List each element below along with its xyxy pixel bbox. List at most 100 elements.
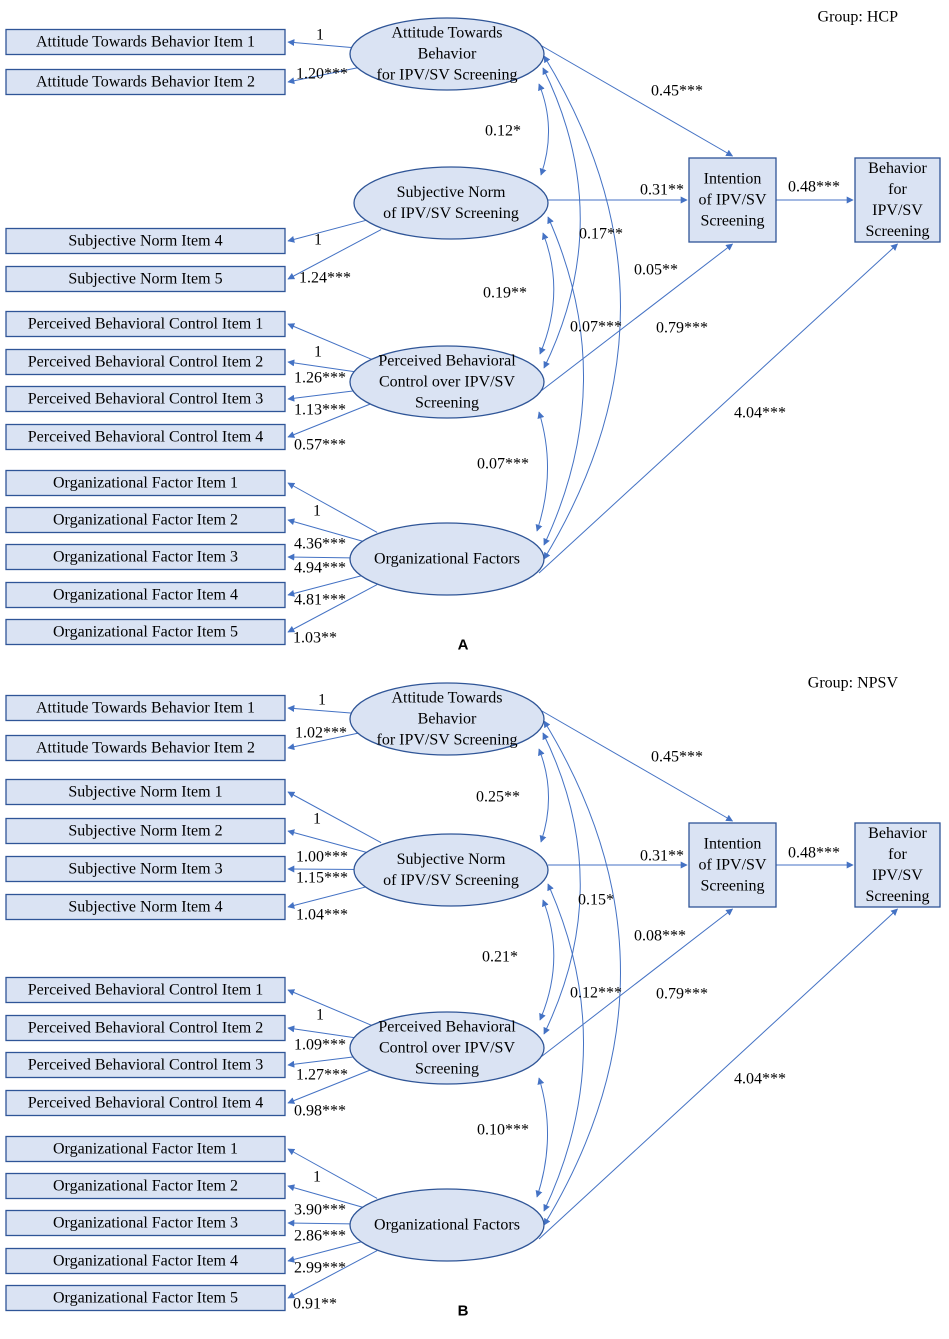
latent-label-line: Subjective Norm: [397, 184, 506, 201]
indicator-label: Subjective Norm Item 3: [68, 861, 222, 878]
indicator-label: Organizational Factor Item 1: [53, 475, 238, 492]
latent-label-line: Control over IPV/SV: [379, 374, 515, 391]
intention-box: [688, 157, 777, 243]
loading-label: 0.91**: [293, 1296, 337, 1313]
loading-label: 4.94***: [294, 560, 346, 577]
latent-label-line: Screening: [415, 395, 479, 412]
behavior-label-line: Behavior: [868, 825, 927, 842]
loading-label: 0.57***: [294, 437, 346, 454]
latent-org: [349, 1188, 545, 1262]
indicator-box: [5, 1051, 286, 1079]
loading-label: 1.20***: [296, 66, 348, 83]
behavior-box: [854, 157, 941, 243]
loading-label: 1.24***: [299, 270, 351, 287]
indicator-box: [5, 581, 286, 609]
indicator-box: [5, 227, 286, 255]
indicator-box: [5, 348, 286, 376]
indicator-box: [5, 778, 286, 806]
indicator-box: [5, 506, 286, 534]
indicator-box: [5, 855, 286, 883]
indicator-label: Perceived Behavioral Control Item 2: [28, 354, 263, 371]
loading-label: 1: [318, 692, 326, 709]
behavior-label-line: IPV/SV: [872, 867, 923, 884]
loading-label: 2.86***: [294, 1228, 346, 1245]
indicator-box: [5, 893, 286, 921]
intention-label-line: of IPV/SV: [698, 857, 766, 874]
latent-label-line: Perceived Behavioral: [378, 353, 516, 370]
latent-sn: [353, 833, 549, 907]
loading-arrow: [287, 584, 378, 633]
loading-arrow: [287, 400, 378, 438]
covariance-att-pbc: [542, 67, 581, 369]
indicator-label: Perceived Behavioral Control Item 4: [28, 1095, 263, 1112]
latent-label-line: Screening: [415, 1061, 479, 1078]
indicator-label: Subjective Norm Item 5: [68, 271, 222, 288]
latent-label-line: Attitude Towards: [391, 690, 502, 707]
loading-label: 3.90***: [294, 1202, 346, 1219]
covariance-pbc-org: [535, 1077, 548, 1198]
indicator-box: [5, 265, 286, 293]
loading-label: 1.00***: [296, 849, 348, 866]
loading-label: 1: [316, 27, 324, 44]
covariance-att-org: [543, 720, 621, 1226]
covariance-att-sn: [538, 83, 549, 176]
latent-pbc: [349, 1011, 545, 1085]
path-coefficient: 0.79***: [656, 986, 708, 1003]
panel-letter: A: [458, 637, 469, 654]
covariance-coefficient: 0.05**: [634, 262, 678, 279]
covariance-coefficient: 0.17**: [579, 226, 623, 243]
loading-label: 1.03**: [293, 630, 337, 647]
indicator-box: [5, 1014, 286, 1042]
covariance-coefficient: 0.10***: [477, 1122, 529, 1139]
indicator-label: Organizational Factor Item 1: [53, 1141, 238, 1158]
latent-pbc: [349, 345, 545, 419]
indicator-box: [5, 817, 286, 845]
indicator-box: [5, 1135, 286, 1163]
covariance-coefficient: 0.19**: [483, 285, 527, 302]
loading-label: 4.81***: [294, 592, 346, 609]
intention-label-line: Intention: [704, 836, 762, 853]
covariance-coefficient: 0.21*: [482, 949, 518, 966]
loading-label: 1: [314, 344, 322, 361]
loading-label: 1: [313, 811, 321, 828]
latent-label-line: Organizational Factors: [374, 1217, 520, 1234]
path-coefficient: 0.48***: [788, 845, 840, 862]
latent-att: [349, 682, 545, 756]
path-coefficient: 0.45***: [651, 749, 703, 766]
indicator-label: Organizational Factor Item 3: [53, 1215, 238, 1232]
indicator-label: Organizational Factor Item 5: [53, 624, 238, 641]
latent-label-line: Control over IPV/SV: [379, 1040, 515, 1057]
latent-label-line: Behavior: [418, 711, 477, 728]
behavior-label-line: IPV/SV: [872, 202, 923, 219]
loading-label: 1: [314, 232, 322, 249]
covariance-att-pbc: [542, 732, 581, 1035]
loading-arrow: [287, 1148, 378, 1199]
loading-label: 4.36***: [294, 536, 346, 553]
indicator-label: Attitude Towards Behavior Item 1: [36, 700, 255, 717]
indicator-box: [5, 1209, 286, 1237]
path-coefficient: 0.48***: [788, 179, 840, 196]
path-coefficient: 0.31**: [640, 848, 684, 865]
loading-arrow: [287, 791, 382, 844]
path-coefficient: 0.31**: [640, 182, 684, 199]
indicator-label: Perceived Behavioral Control Item 3: [28, 1057, 263, 1074]
covariance-coefficient: 0.07***: [570, 319, 622, 336]
indicator-label: Subjective Norm Item 2: [68, 823, 222, 840]
indicator-box: [5, 28, 286, 56]
loading-arrow: [287, 1066, 378, 1104]
covariance-sn-org: [543, 883, 585, 1212]
indicator-label: Organizational Factor Item 4: [53, 587, 238, 604]
covariance-coefficient: 0.12***: [570, 985, 622, 1002]
indicator-label: Subjective Norm Item 4: [68, 233, 222, 250]
covariance-coefficient: 0.25**: [476, 789, 520, 806]
path-att-intention: [534, 706, 734, 822]
latent-label-line: Attitude Towards: [391, 25, 502, 42]
indicator-box: [5, 469, 286, 497]
covariance-coefficient: 0.15*: [578, 892, 614, 909]
indicator-label: Perceived Behavioral Control Item 1: [28, 982, 263, 999]
indicator-box: [5, 618, 286, 646]
covariance-pbc-org: [535, 411, 548, 532]
intention-label-line: Intention: [704, 171, 762, 188]
